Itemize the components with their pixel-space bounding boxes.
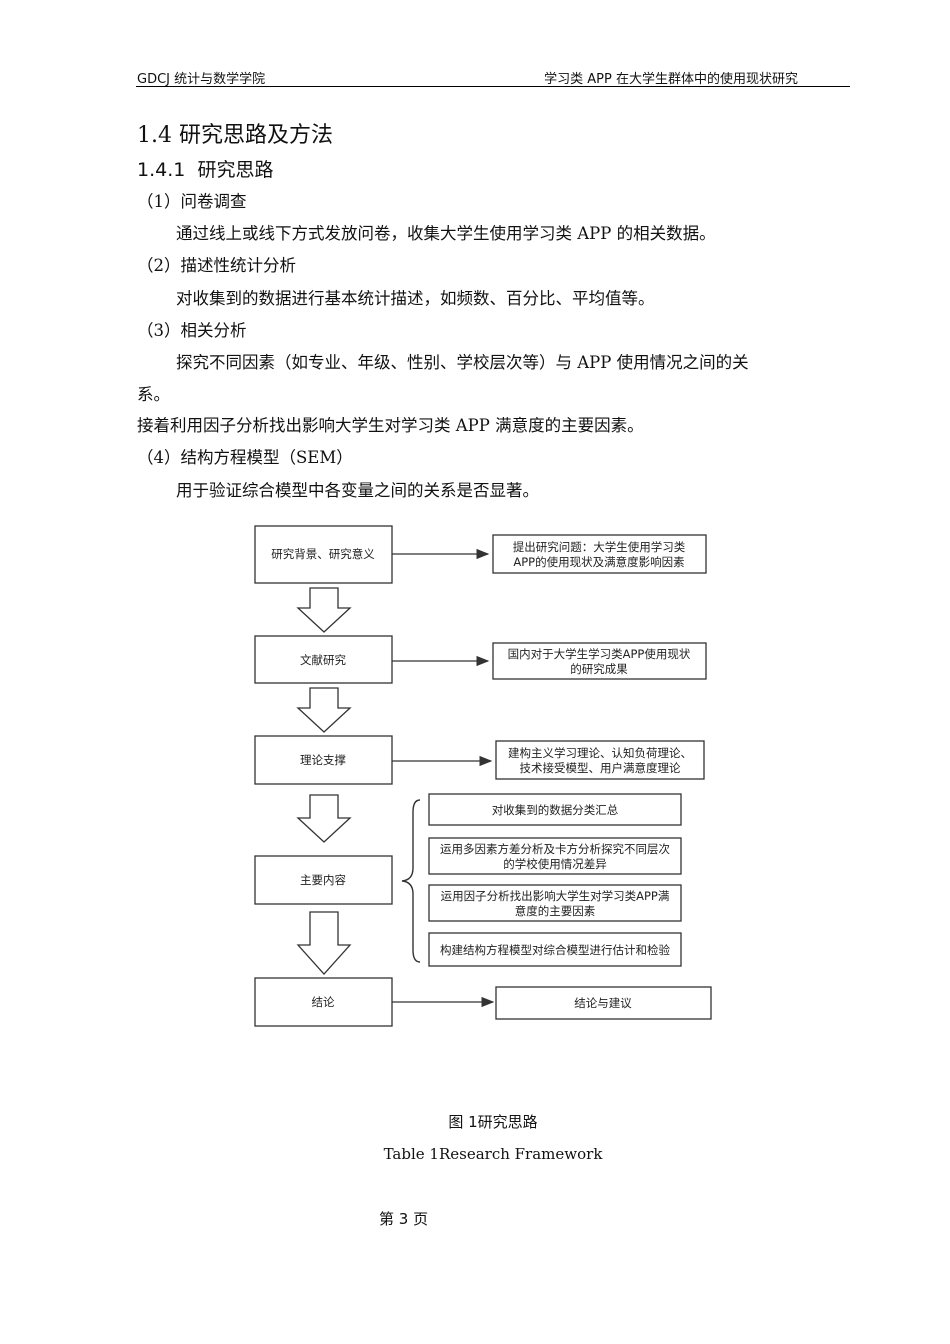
subsection-heading: 1.4.1 研究思路 [137, 155, 273, 182]
flow-box-domestic-research: 国内对于大学生学习类APP使用现状 的研究成果 [492, 642, 707, 680]
down-arrow-4 [296, 911, 352, 975]
header-rule [136, 86, 850, 87]
flow-box-conclusion-label: 结论 [312, 995, 335, 1009]
down-arrow-3 [296, 794, 352, 843]
domestic-research-line1: 国内对于大学生学习类APP使用现状 [508, 647, 691, 661]
section-title: 研究思路及方法 [179, 123, 334, 148]
item-3-body: 探究不同因素（如专业、年级、性别、学校层次等）与 APP 使用情况之间的关 [176, 353, 749, 372]
flow-box-theories: 建构主义学习理论、认知负荷理论、 技术接受模型、用户满意度理论 [495, 740, 705, 780]
flow-box-main-content: 主要内容 [254, 855, 393, 905]
content-item-3-line1: 运用因子分析找出影响大学生对学习类APP满 [441, 889, 670, 903]
flow-box-literature-label: 文献研究 [300, 653, 346, 667]
header-left: GDCJ 统计与数学学院 [137, 72, 266, 87]
flow-box-background: 研究背景、研究意义 [254, 525, 393, 584]
item-2-body: 对收集到的数据进行基本统计描述，如频数、百分比、平均值等。 [176, 289, 655, 308]
item-3-body-continued: 系。 [137, 385, 170, 404]
item-4-label: （4）结构方程模型（SEM） [137, 448, 353, 467]
research-flowchart: 研究背景、研究意义 文献研究 理论支撑 主要内容 结论 提出研究问题：大学生使用… [254, 525, 712, 1027]
subsection-number: 1.4.1 [137, 159, 186, 181]
flow-box-conclusions-suggestions: 结论与建议 [495, 986, 712, 1020]
flow-box-background-label: 研究背景、研究意义 [271, 547, 375, 561]
item-2-label: （2）描述性统计分析 [137, 256, 296, 275]
content-item-3-line2: 意度的主要因素 [515, 904, 596, 918]
table-caption: Table 1Research Framework [383, 1145, 603, 1163]
theories-line2: 技术接受模型、用户满意度理论 [520, 761, 681, 775]
subsection-title: 研究思路 [197, 159, 274, 181]
content-item-4: 构建结构方程模型对综合模型进行估计和检验 [428, 932, 682, 967]
content-item-1: 对收集到的数据分类汇总 [428, 793, 682, 826]
curly-brace [401, 799, 421, 963]
content-item-3: 运用因子分析找出影响大学生对学习类APP满 意度的主要因素 [428, 884, 682, 922]
section-number: 1.4 [137, 123, 172, 148]
flow-box-main-content-label: 主要内容 [300, 873, 346, 887]
section-heading: 1.4 研究思路及方法 [137, 117, 333, 149]
content-item-2-line1: 运用多因素方差分析及卡方分析探究不同层次 [440, 842, 670, 856]
item-4-body: 用于验证综合模型中各变量之间的关系是否显著。 [176, 481, 539, 500]
header-right: 学习类 APP 在大学生群体中的使用现状研究 [544, 72, 798, 87]
page-number: 第 3 页 [379, 1210, 429, 1228]
down-arrow-2 [296, 687, 352, 733]
flow-box-conclusion: 结论 [254, 977, 393, 1027]
theories-line1: 建构主义学习理论、认知负荷理论、 [508, 746, 692, 760]
content-item-2: 运用多因素方差分析及卡方分析探究不同层次 的学校使用情况差异 [428, 837, 682, 875]
item-1-label: （1）问卷调查 [137, 192, 247, 211]
extra-paragraph: 接着利用因子分析找出影响大学生对学习类 APP 满意度的主要因素。 [137, 416, 644, 435]
flow-box-literature: 文献研究 [254, 635, 393, 684]
content-item-2-line2: 的学校使用情况差异 [503, 857, 607, 871]
conclusions-suggestions-text: 结论与建议 [574, 996, 632, 1010]
content-item-1-text: 对收集到的数据分类汇总 [492, 803, 619, 817]
item-1-body: 通过线上或线下方式发放问卷，收集大学生使用学习类 APP 的相关数据。 [176, 224, 716, 243]
content-item-4-text: 构建结构方程模型对综合模型进行估计和检验 [440, 943, 670, 957]
domestic-research-line2: 的研究成果 [570, 662, 628, 676]
flow-box-theory: 理论支撑 [254, 735, 393, 785]
figure-caption: 图 1研究思路 [448, 1113, 538, 1131]
research-question-line2: APP的使用现状及满意度影响因素 [513, 555, 684, 569]
flow-box-theory-label: 理论支撑 [300, 753, 346, 767]
research-question-line1: 提出研究问题：大学生使用学习类 [513, 540, 686, 554]
item-3-label: （3）相关分析 [137, 321, 247, 340]
flow-box-research-question: 提出研究问题：大学生使用学习类 APP的使用现状及满意度影响因素 [492, 534, 707, 574]
down-arrow-1 [296, 587, 352, 633]
